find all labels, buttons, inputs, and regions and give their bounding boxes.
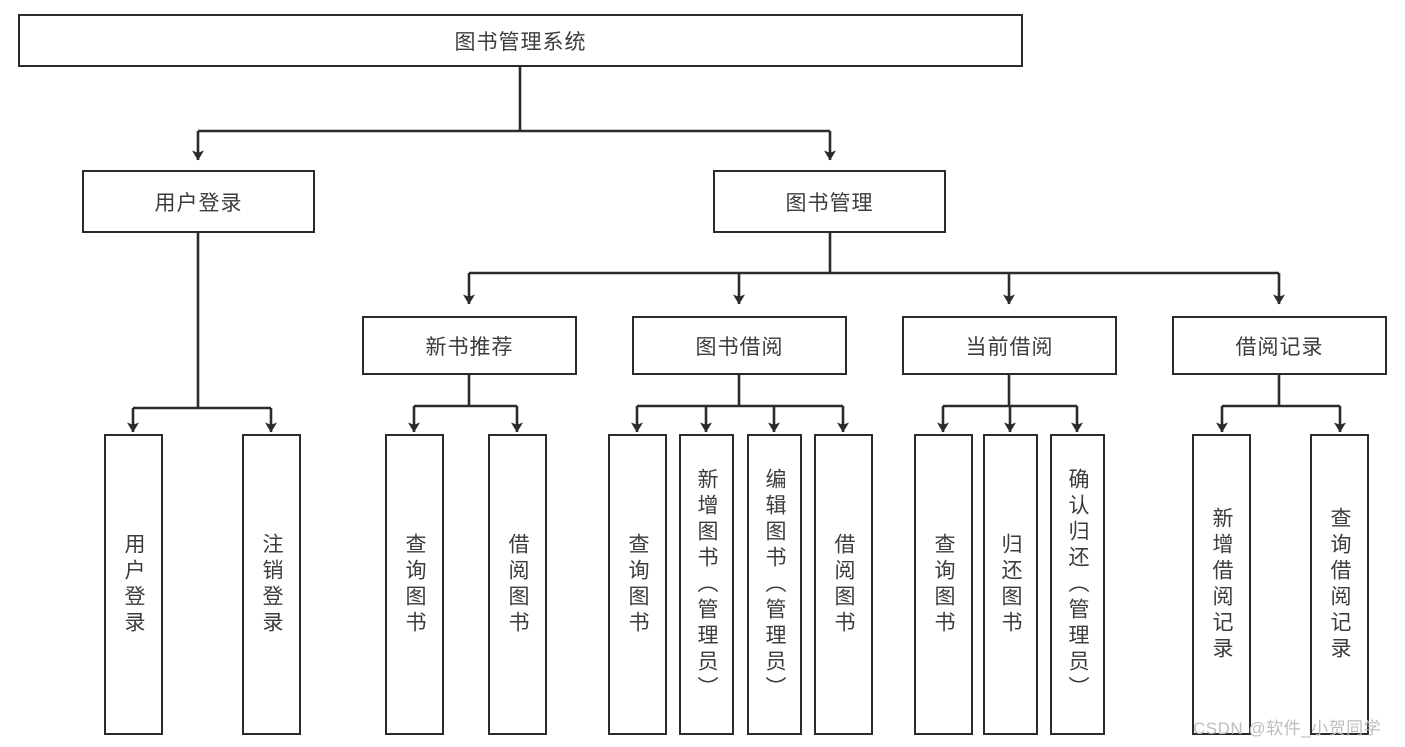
node-leaf-query-book-3-label: 查询图书 xyxy=(932,532,955,637)
node-leaf-confirm-return-label: 确认归还（管理员） xyxy=(1066,467,1089,702)
node-leaf-query-book-1-label: 查询图书 xyxy=(403,532,426,637)
node-leaf-add-book-label: 新增图书（管理员） xyxy=(695,467,718,702)
node-new-book-rec-label: 新书推荐 xyxy=(425,335,514,359)
node-leaf-confirm-return[interactable]: 确认归还（管理员） xyxy=(1050,434,1105,735)
node-leaf-logout[interactable]: 注销登录 xyxy=(242,434,301,735)
node-borrow-record-label: 借阅记录 xyxy=(1235,335,1324,359)
node-new-book-rec[interactable]: 新书推荐 xyxy=(362,316,577,375)
node-book-borrow-label: 图书借阅 xyxy=(695,335,784,359)
node-leaf-return-book-label: 归还图书 xyxy=(999,532,1022,637)
node-user-login-label: 用户登录 xyxy=(154,191,243,215)
node-leaf-query-book-2[interactable]: 查询图书 xyxy=(608,434,667,735)
node-leaf-query-book-1[interactable]: 查询图书 xyxy=(385,434,444,735)
node-book-manage-label: 图书管理 xyxy=(785,191,874,215)
node-current-borrow-label: 当前借阅 xyxy=(965,335,1054,359)
node-leaf-edit-book[interactable]: 编辑图书（管理员） xyxy=(747,434,802,735)
node-leaf-borrow-book-2[interactable]: 借阅图书 xyxy=(814,434,873,735)
node-leaf-add-book[interactable]: 新增图书（管理员） xyxy=(679,434,734,735)
node-leaf-add-record-label: 新增借阅记录 xyxy=(1210,506,1233,663)
node-root-label: 图书管理系统 xyxy=(454,30,587,54)
node-leaf-edit-book-label: 编辑图书（管理员） xyxy=(763,467,786,702)
node-user-login[interactable]: 用户登录 xyxy=(82,170,315,233)
node-leaf-query-book-2-label: 查询图书 xyxy=(626,532,649,637)
node-leaf-add-record[interactable]: 新增借阅记录 xyxy=(1192,434,1251,735)
node-book-manage[interactable]: 图书管理 xyxy=(713,170,946,233)
node-leaf-query-book-3[interactable]: 查询图书 xyxy=(914,434,973,735)
node-leaf-borrow-book-2-label: 借阅图书 xyxy=(832,532,855,637)
node-leaf-user-login-label: 用户登录 xyxy=(122,532,145,637)
node-leaf-borrow-book-1-label: 借阅图书 xyxy=(506,532,529,637)
node-current-borrow[interactable]: 当前借阅 xyxy=(902,316,1117,375)
node-leaf-query-record[interactable]: 查询借阅记录 xyxy=(1310,434,1369,735)
node-root[interactable]: 图书管理系统 xyxy=(18,14,1023,67)
node-borrow-record[interactable]: 借阅记录 xyxy=(1172,316,1387,375)
node-leaf-return-book[interactable]: 归还图书 xyxy=(983,434,1038,735)
node-leaf-query-record-label: 查询借阅记录 xyxy=(1328,506,1351,663)
node-leaf-user-login[interactable]: 用户登录 xyxy=(104,434,163,735)
node-leaf-borrow-book-1[interactable]: 借阅图书 xyxy=(488,434,547,735)
node-leaf-logout-label: 注销登录 xyxy=(260,532,283,637)
node-book-borrow[interactable]: 图书借阅 xyxy=(632,316,847,375)
